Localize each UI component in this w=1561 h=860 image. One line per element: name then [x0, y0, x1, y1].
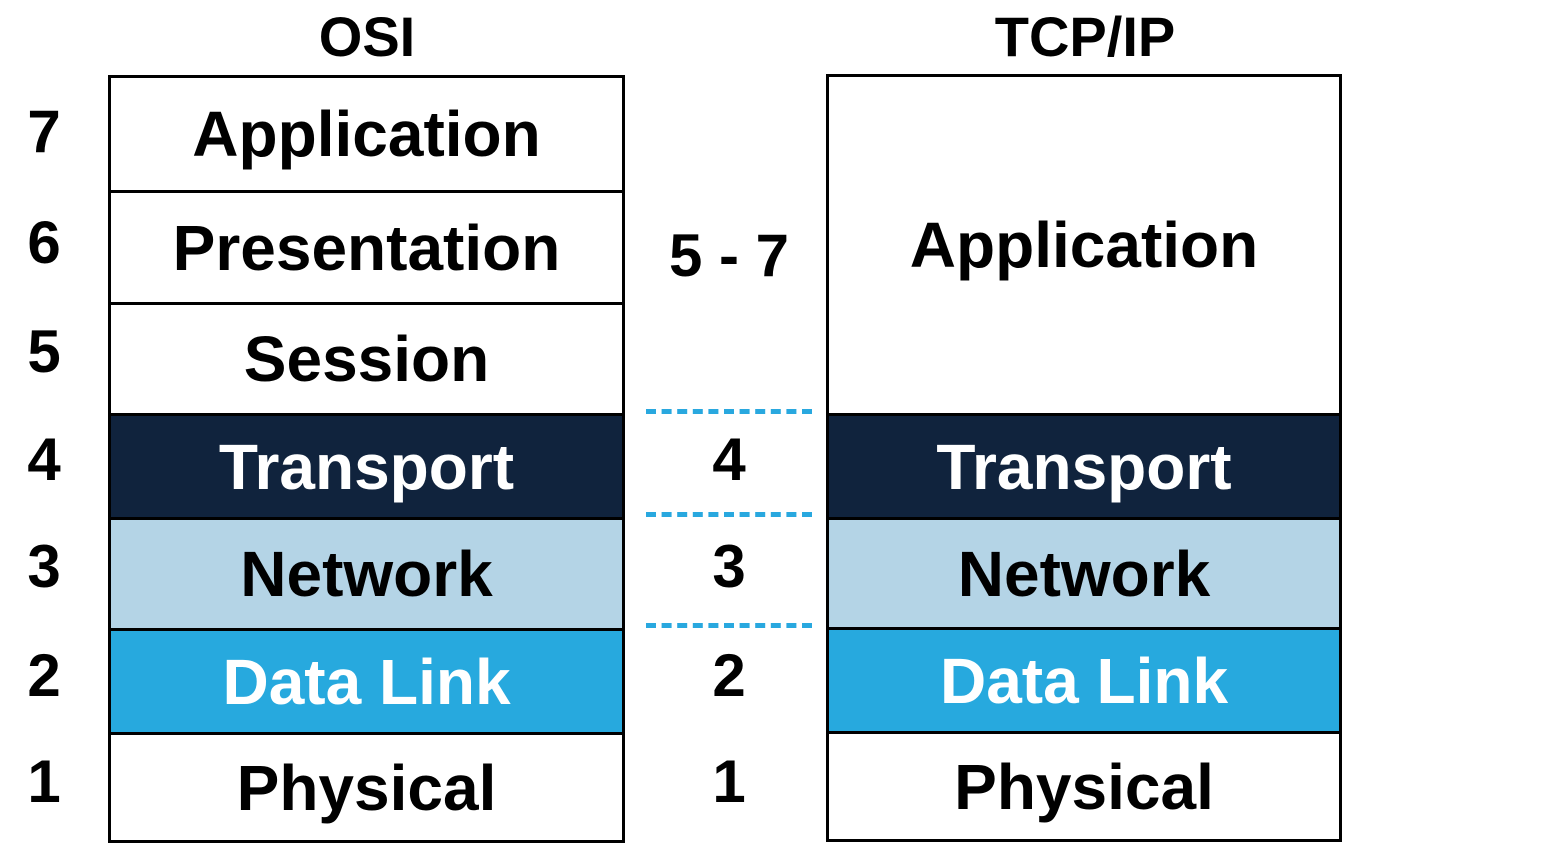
osi-number-4: 4 [27, 426, 61, 493]
osi-number-7: 7 [27, 98, 61, 165]
osi-layer-transport-label: Transport [218, 430, 515, 503]
osi-layer-presentation-label: Presentation [172, 211, 561, 284]
osi-layer-application-label: Application [192, 98, 541, 170]
tcpip-layer-network-label: Network [957, 537, 1211, 610]
osi-number-5: 5 [27, 318, 61, 385]
osi-layer-presentation: Presentation [111, 190, 622, 302]
tcpip-layer-physical-label: Physical [954, 750, 1214, 823]
osi-layer-session-label: Session [243, 323, 490, 395]
tcpip-number-1: 1 [712, 748, 746, 815]
osi-layer-application: Application [111, 78, 622, 190]
osi-layer-data-link: Data Link [111, 628, 622, 732]
osi-layer-data-link-label: Data Link [222, 645, 511, 718]
osi-layer-network-label: Network [240, 538, 493, 610]
tcpip-stack: Application Transport Network Data Link … [826, 74, 1342, 842]
tcpip-number-5-7: 5 - 7 [668, 222, 790, 289]
tcpip-layer-application-label: Application [909, 209, 1259, 281]
osi-number-1: 1 [27, 748, 61, 815]
separator-dash-1 [646, 409, 812, 414]
osi-number-3: 3 [27, 533, 61, 600]
separator-dash-2 [646, 512, 812, 517]
tcpip-layer-transport: Transport [829, 413, 1339, 517]
osi-layer-transport: Transport [111, 413, 622, 517]
tcpip-number-3: 3 [712, 533, 746, 600]
separator-dash-3 [646, 623, 812, 628]
tcpip-title: TCP/IP [994, 5, 1176, 68]
tcpip-layer-application: Application [829, 77, 1339, 413]
tcpip-number-4: 4 [712, 426, 746, 493]
tcpip-layer-data-link: Data Link [829, 627, 1339, 731]
tcpip-layer-transport-label: Transport [936, 430, 1232, 503]
osi-layer-physical-label: Physical [236, 751, 497, 824]
tcpip-number-2: 2 [712, 642, 746, 709]
tcpip-layer-physical: Physical [829, 731, 1339, 839]
osi-number-2: 2 [27, 642, 61, 709]
osi-stack: Application Presentation Session Transpo… [108, 75, 625, 843]
osi-layer-network: Network [111, 517, 622, 628]
osi-title: OSI [318, 5, 416, 68]
tcpip-layer-network: Network [829, 517, 1339, 627]
osi-number-6: 6 [27, 209, 61, 276]
osi-layer-physical: Physical [111, 732, 622, 840]
osi-layer-session: Session [111, 302, 622, 413]
tcpip-layer-data-link-label: Data Link [939, 644, 1229, 717]
